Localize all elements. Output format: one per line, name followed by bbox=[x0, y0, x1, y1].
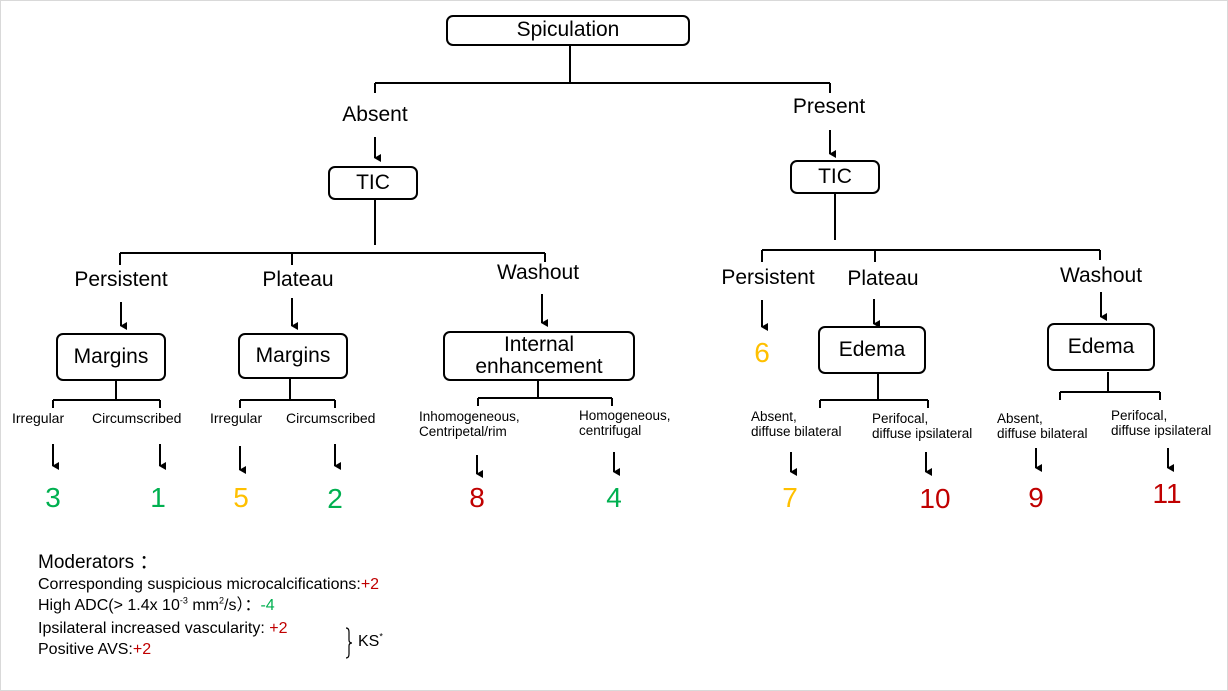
moderator-avs-text: Positive AVS: bbox=[38, 641, 133, 658]
moderator-vascularity: Ipsilateral increased vascularity: +2 bbox=[38, 620, 287, 638]
root-node-spiculation: Spiculation bbox=[446, 15, 690, 46]
ks-label-text: KS bbox=[358, 633, 380, 650]
label-washout-present: Washout bbox=[1059, 264, 1143, 287]
option-absent-diffuse-plateau: Absent, diffuse bilateral bbox=[751, 409, 842, 440]
option-perifocal-washout: Perifocal, diffuse ipsilateral bbox=[1111, 408, 1212, 439]
score-6: 6 bbox=[754, 337, 770, 368]
option-circumscribed-plateau: Circumscribed bbox=[286, 410, 376, 426]
option-homogeneous: Homogeneous, centrifugal bbox=[579, 408, 671, 439]
ks-label-mark: * bbox=[379, 631, 383, 642]
option-inhomogeneous-line1: Inhomogeneous, bbox=[419, 409, 520, 424]
option-homogeneous-line2: centrifugal bbox=[579, 422, 642, 438]
branch-label-present: Present bbox=[792, 95, 866, 118]
option-perifocal-washout-line2: diffuse ipsilateral bbox=[1111, 422, 1212, 438]
node-internal-enhancement-line1: Internal bbox=[503, 332, 575, 356]
score-5: 5 bbox=[233, 482, 249, 513]
score-10: 10 bbox=[919, 483, 951, 514]
node-margins-persistent: Margins bbox=[56, 333, 166, 381]
node-tic-present: TIC bbox=[790, 160, 880, 194]
node-edema-washout: Edema bbox=[1047, 323, 1155, 371]
ks-bracket bbox=[345, 627, 353, 659]
branch-label-absent: Absent bbox=[342, 103, 408, 126]
score-4: 4 bbox=[606, 482, 622, 513]
score-3: 3 bbox=[45, 482, 61, 513]
option-absent-line1: Absent, bbox=[751, 409, 797, 424]
option-perifocal-plateau: Perifocal, diffuse ipsilateral bbox=[872, 411, 973, 442]
node-edema-plateau: Edema bbox=[818, 326, 926, 374]
moderators-title: Moderators ： bbox=[38, 552, 159, 573]
moderator-adc-text-post: /s）： bbox=[224, 597, 261, 614]
option-perifocal-washout-line1: Perifocal, bbox=[1111, 408, 1168, 423]
score-2: 2 bbox=[327, 483, 343, 514]
moderator-adc-value: -4 bbox=[260, 597, 275, 614]
option-circumscribed-persistent: Circumscribed bbox=[92, 410, 182, 426]
label-persistent-absent: Persistent bbox=[74, 268, 168, 291]
option-perifocal-line1: Perifocal, bbox=[872, 411, 929, 426]
option-inhomogeneous: Inhomogeneous, Centripetal/rim bbox=[419, 409, 520, 440]
label-plateau-absent: Plateau bbox=[262, 268, 334, 291]
score-11: 11 bbox=[1152, 478, 1182, 509]
label-plateau-present: Plateau bbox=[847, 267, 919, 290]
moderator-adc-exp1: -3 bbox=[179, 595, 188, 606]
option-irregular-persistent: Irregular bbox=[12, 410, 65, 426]
ks-label: KS* bbox=[358, 631, 383, 651]
label-washout-absent: Washout bbox=[496, 261, 580, 284]
moderator-adc-exp2: 2 bbox=[218, 595, 224, 606]
moderator-avs-value: +2 bbox=[132, 641, 152, 658]
option-inhomogeneous-line2: Centripetal/rim bbox=[419, 423, 507, 439]
option-absent-diffuse-washout: Absent, diffuse bilateral bbox=[997, 411, 1088, 442]
score-1: 1 bbox=[150, 482, 166, 513]
score-8: 8 bbox=[469, 482, 485, 513]
option-perifocal-line2: diffuse ipsilateral bbox=[872, 425, 973, 441]
node-internal-enhancement: Internal enhancement bbox=[443, 331, 635, 381]
option-homogeneous-line1: Homogeneous, bbox=[579, 408, 671, 423]
moderator-vascularity-text: Ipsilateral increased vascularity: bbox=[38, 620, 270, 637]
option-absent-line2: diffuse bilateral bbox=[751, 423, 842, 439]
moderator-adc-text-pre: High ADC(> 1.4x 10 bbox=[38, 597, 180, 614]
option-irregular-plateau: Irregular bbox=[210, 410, 263, 426]
option-absent-washout-line2: diffuse bilateral bbox=[997, 425, 1088, 441]
node-tic-absent: TIC bbox=[328, 166, 418, 200]
moderator-microcalcifications-value: +2 bbox=[360, 576, 380, 593]
node-internal-enhancement-line2: enhancement bbox=[475, 355, 603, 378]
moderator-high-adc: High ADC(> 1.4x 10-3 mm2/s）：-4 bbox=[38, 595, 275, 615]
moderator-positive-avs: Positive AVS:+2 bbox=[38, 641, 151, 659]
option-absent-washout-line1: Absent, bbox=[997, 411, 1043, 426]
node-margins-plateau: Margins bbox=[238, 333, 348, 379]
moderator-microcalcifications-text: Corresponding suspicious microcalcificat… bbox=[38, 576, 361, 593]
label-persistent-present: Persistent bbox=[721, 266, 815, 289]
moderator-vascularity-value: +2 bbox=[269, 620, 288, 637]
moderator-adc-text-mid: mm bbox=[187, 597, 219, 614]
moderator-microcalcifications: Corresponding suspicious microcalcificat… bbox=[38, 576, 379, 594]
score-7: 7 bbox=[782, 482, 798, 513]
score-9: 9 bbox=[1028, 482, 1044, 513]
